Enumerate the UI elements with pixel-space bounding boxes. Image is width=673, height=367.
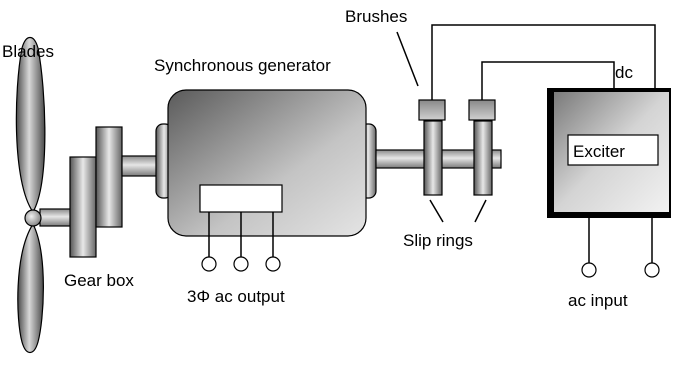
terminal-box (199, 184, 283, 213)
slip-rings-label: Slip rings (403, 231, 473, 250)
gear-box-label: Gear box (64, 271, 134, 290)
slip-rings (423, 120, 493, 196)
brushes (418, 99, 496, 121)
generator-label: Synchronous generator (154, 56, 331, 75)
output-terminals (201, 212, 281, 272)
exciter-label: Exciter (573, 142, 625, 161)
ac-input-label: ac input (568, 291, 628, 310)
brushes-label: Brushes (345, 7, 407, 26)
generator-body (167, 89, 367, 237)
dc-label: dc (615, 63, 633, 82)
blades-label: Blades (2, 42, 54, 61)
blades (15, 36, 46, 354)
rotor-hub (24, 209, 42, 227)
ac-input-wires (581, 212, 660, 278)
exciter-label-box (567, 134, 659, 166)
leader-lines (396, 31, 487, 223)
dc-wires (431, 24, 656, 100)
low-speed-shaft (39, 208, 73, 227)
ac-output-label: 3Φ ac output (187, 287, 285, 306)
gear-box (69, 126, 123, 258)
